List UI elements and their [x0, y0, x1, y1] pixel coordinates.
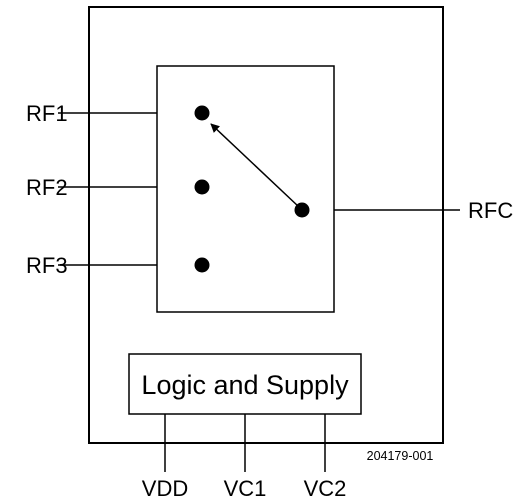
- switch-box: [156, 65, 335, 313]
- rf2-label: RF2: [26, 175, 68, 200]
- package-outline: [88, 6, 444, 444]
- rf3-label: RF3: [26, 253, 68, 278]
- rf2-contact: [194, 179, 210, 195]
- logic-supply-label: Logic and Supply: [141, 370, 349, 400]
- rf1-contact: [194, 105, 210, 121]
- vc2-label: VC2: [304, 476, 347, 501]
- vc1-label: VC1: [224, 476, 267, 501]
- part-number: 204179-001: [367, 449, 434, 463]
- rfc-label: RFC: [468, 198, 513, 223]
- rf1-label: RF1: [26, 101, 68, 126]
- switch-arm-arrow: [210, 123, 300, 208]
- rf3-contact: [194, 257, 210, 273]
- vdd-label: VDD: [142, 476, 188, 501]
